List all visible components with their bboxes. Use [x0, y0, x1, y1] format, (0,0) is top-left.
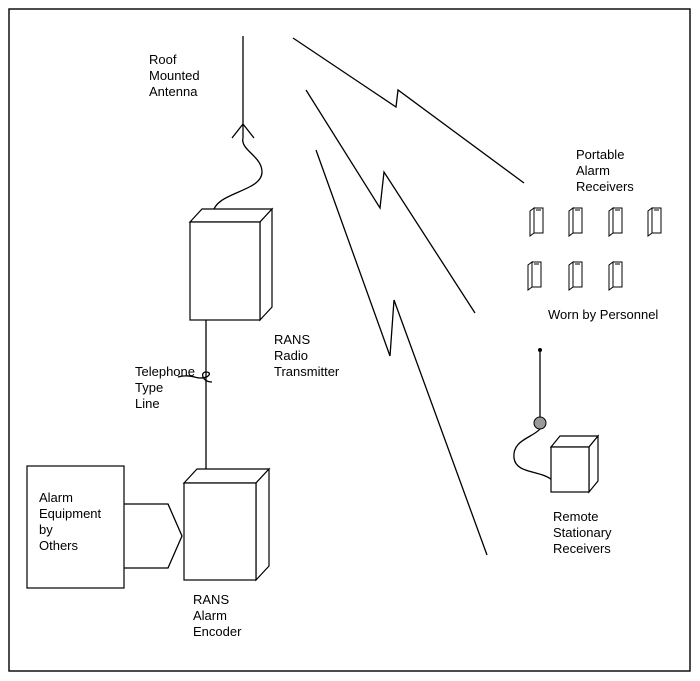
diagram-frame: [8, 8, 691, 672]
signal-line-middle: [305, 89, 476, 314]
remote-receivers-label: Remote Stationary Receivers: [553, 509, 615, 556]
alarm-equipment-label: Alarm Equipment by Others: [39, 490, 105, 553]
pager-icon: [647, 207, 662, 237]
pager-icon: [608, 207, 623, 237]
encoder-label: RANS Alarm Encoder: [193, 592, 242, 639]
radio-signal-lines: [292, 37, 525, 556]
alarm-encoder-icon: [182, 467, 271, 582]
pager-icon: [568, 207, 583, 237]
worn-by-personnel-label: Worn by Personnel: [548, 307, 658, 322]
signal-line-top: [292, 37, 525, 184]
alarm-equipment-box: [26, 465, 125, 589]
transmitter-label: RANS Radio Transmitter: [274, 332, 340, 379]
radio-transmitter-icon: [188, 207, 274, 322]
portable-receivers-group: [527, 207, 662, 291]
antenna-label: Roof Mounted Antenna: [149, 52, 203, 99]
pager-icon: [568, 261, 583, 291]
telephone-label: Telephone Type Line: [135, 364, 199, 411]
antenna-icon: [210, 36, 263, 215]
portable-receivers-label: Portable Alarm Receivers: [576, 147, 634, 194]
telephone-line: [177, 320, 213, 469]
signal-line-bottom: [315, 149, 488, 556]
remote-receiver-icon: [513, 348, 600, 494]
pager-icon: [527, 261, 542, 291]
pager-icon: [608, 261, 623, 291]
pager-icon: [529, 207, 544, 237]
input-connector-lines: [124, 503, 183, 569]
